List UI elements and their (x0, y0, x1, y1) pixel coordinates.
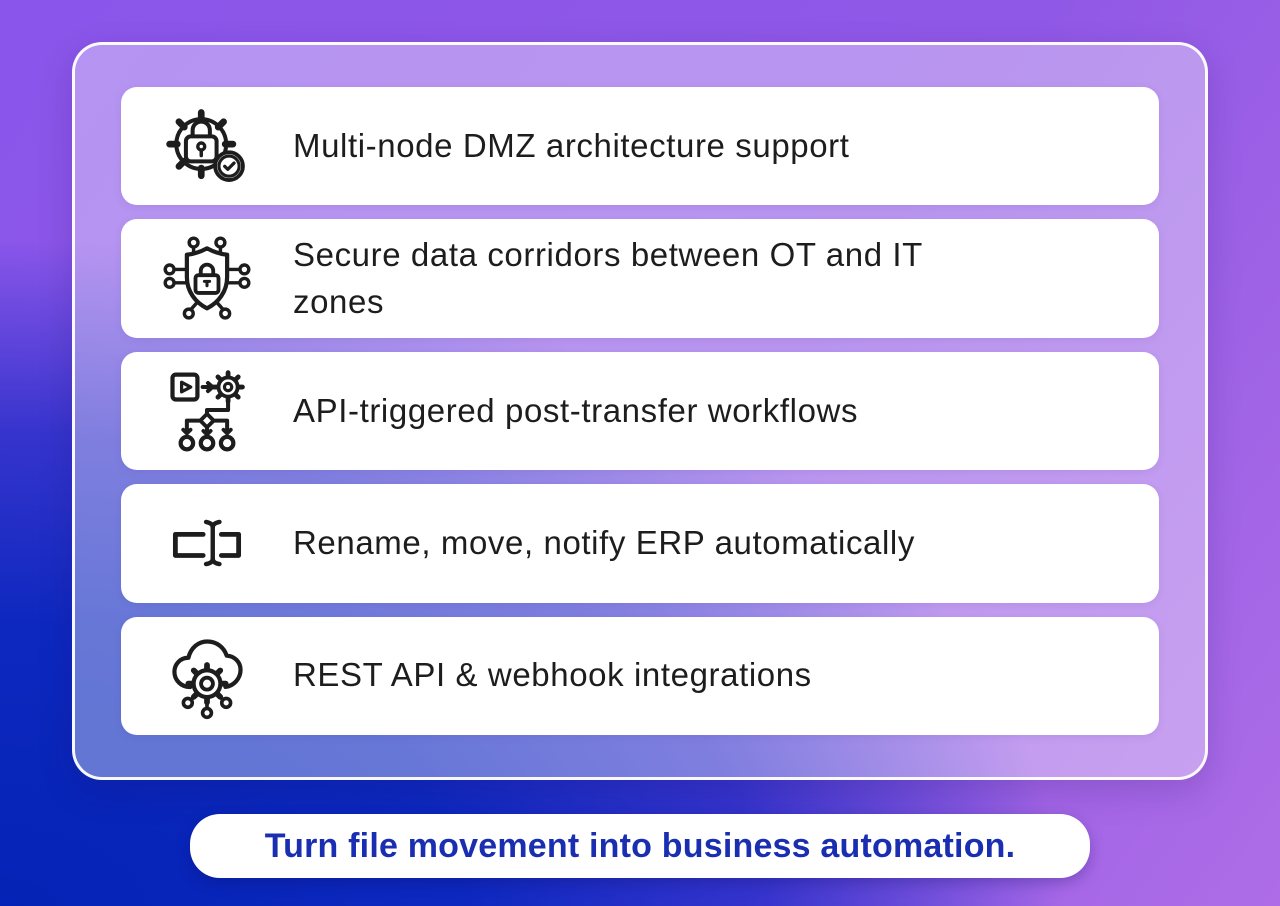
cloud-gear-integrations-icon (155, 629, 259, 723)
workflow-trigger-icon (155, 364, 259, 458)
feature-row-dmz: Multi-node DMZ architecture support (121, 87, 1159, 206)
feature-label: Rename, move, notify ERP automatically (293, 523, 915, 561)
features-panel: Multi-node DMZ architecture support Secu… (72, 42, 1208, 780)
shield-circuit-lock-icon (155, 232, 259, 326)
feature-row-secure-corridors: Secure data corridors between OT and IT … (121, 219, 1159, 338)
feature-label: API-triggered post-transfer workflows (293, 391, 859, 429)
tagline-text: Turn file movement into business automat… (264, 826, 1016, 865)
feature-label: Multi-node DMZ architecture support (293, 126, 850, 164)
feature-label: Secure data corridors between OT and IT … (293, 235, 923, 320)
feature-row-rest-api: REST API & webhook integrations (121, 616, 1159, 736)
feature-row-rename-notify: Rename, move, notify ERP automatically (121, 484, 1159, 603)
tagline-pill: Turn file movement into business automat… (190, 814, 1090, 878)
gear-lock-check-icon (155, 99, 259, 193)
feature-row-api-workflows: API-triggered post-transfer workflows (121, 351, 1159, 471)
rename-cursor-icon (155, 496, 259, 590)
feature-label: REST API & webhook integrations (293, 656, 812, 694)
